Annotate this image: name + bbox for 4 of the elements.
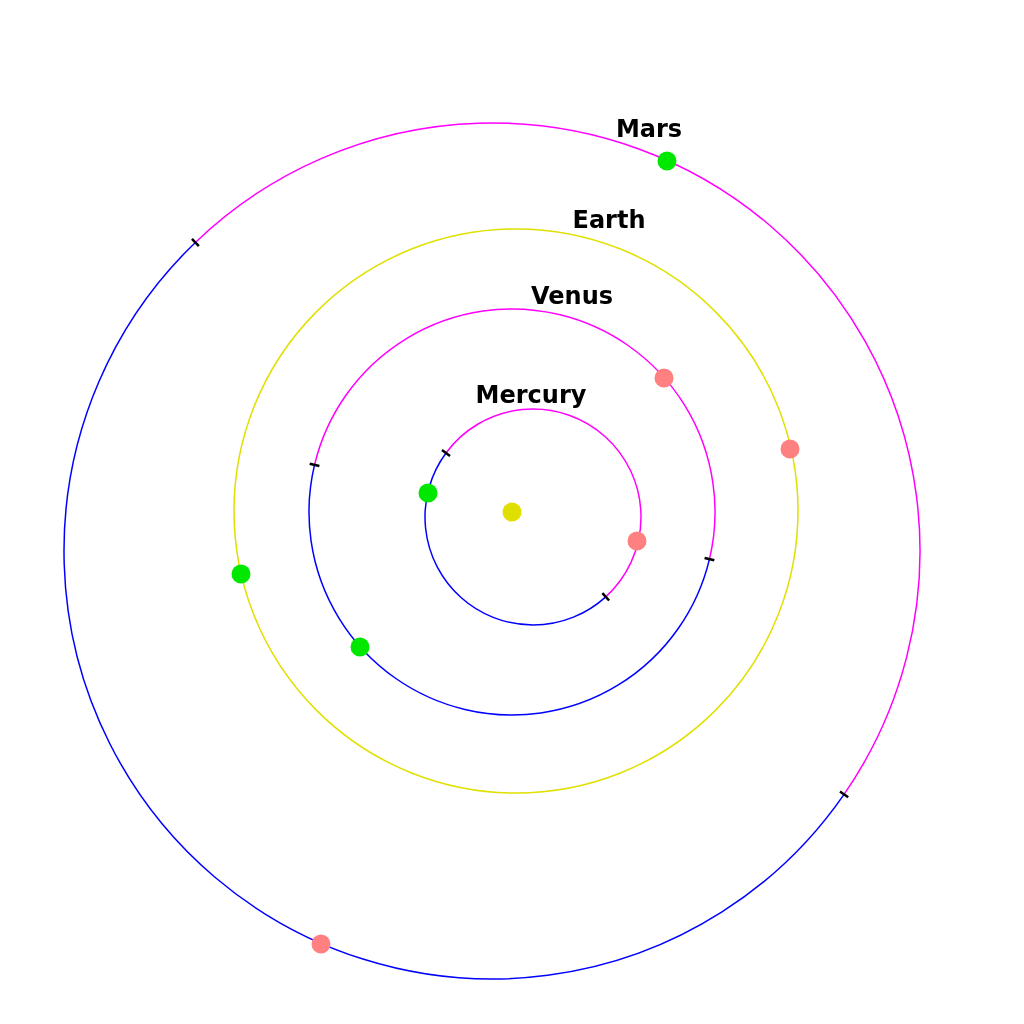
planet-label: Mars [615, 115, 683, 143]
planet-label: Mercury [475, 381, 587, 409]
planet-label: Earth [572, 206, 646, 234]
planet-label: Venus [531, 282, 613, 310]
